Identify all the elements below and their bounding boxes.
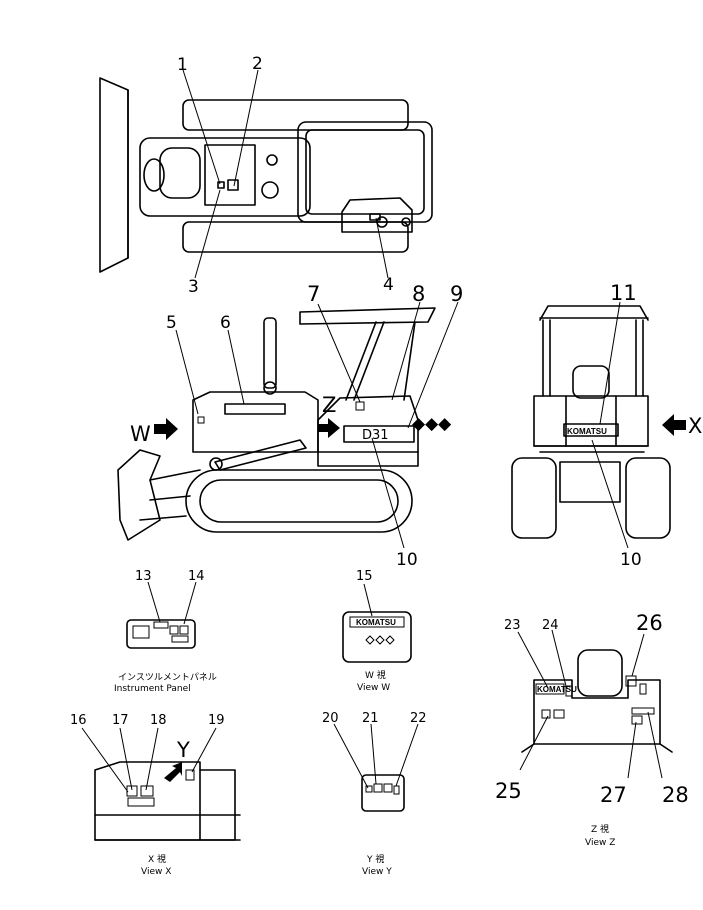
side-view-drawing	[117, 307, 436, 541]
callout-8: 8	[412, 282, 425, 306]
top-view-drawing	[99, 77, 433, 273]
view-y-drawing	[361, 774, 405, 812]
side-exhaust	[263, 317, 277, 389]
callout-14: 14	[188, 569, 205, 584]
side-model-plate	[343, 425, 415, 443]
instrument-panel-drawing	[126, 619, 196, 649]
callout-9: 9	[450, 282, 463, 306]
side-hood-grille	[224, 403, 286, 415]
view-letter-z: Z	[322, 393, 336, 417]
callout-1: 1	[177, 55, 188, 75]
rear-track-right	[625, 457, 671, 539]
callout-23: 23	[504, 618, 521, 633]
view-w-drawing	[342, 611, 412, 663]
view-x-drawing	[94, 761, 241, 841]
callout-11: 11	[610, 281, 637, 305]
arrow-y	[164, 762, 182, 782]
top-frame	[139, 137, 311, 217]
side-rear-body	[317, 395, 419, 467]
view-letter-x: X	[688, 414, 702, 438]
view-letter-w: W	[130, 422, 151, 446]
callout-19: 19	[208, 713, 225, 728]
arrow-z	[318, 418, 340, 438]
side-blade	[117, 449, 161, 541]
top-view-leaders	[182, 69, 389, 279]
caption-instrument-jp: インスツルメントパネル	[118, 672, 217, 683]
callout-22: 22	[410, 711, 427, 726]
caption-view-w-en: View W	[357, 683, 390, 693]
side-model-plate-text: D31	[362, 428, 389, 443]
callout-21: 21	[362, 711, 379, 726]
callout-25: 25	[495, 779, 522, 803]
caption-instrument-en: Instrument Panel	[114, 684, 191, 694]
callout-10-side: 10	[396, 550, 418, 570]
side-track	[185, 469, 413, 533]
callout-20: 20	[322, 711, 339, 726]
caption-view-y-en: View Y	[362, 867, 392, 877]
view-z-drawing	[521, 649, 673, 753]
callout-4: 4	[383, 275, 394, 295]
rear-brand-text: KOMATSU	[567, 427, 607, 436]
callout-15: 15	[356, 569, 373, 584]
caption-view-y-jp: Y 視	[366, 853, 384, 865]
rear-body	[533, 395, 649, 447]
arrow-x	[662, 414, 686, 436]
caption-view-z-en: View Z	[585, 838, 615, 848]
caption-view-x-jp: X 視	[148, 853, 166, 865]
side-hood	[192, 391, 319, 453]
top-dash-panel	[204, 144, 256, 206]
callout-5: 5	[166, 313, 177, 333]
callout-18: 18	[150, 713, 167, 728]
view-w-brand-text: KOMATSU	[356, 618, 396, 627]
callout-3: 3	[188, 277, 199, 297]
top-blade	[99, 77, 129, 273]
callout-17: 17	[112, 713, 129, 728]
arrow-w	[154, 418, 178, 440]
rear-track-left	[511, 457, 557, 539]
top-track-lower	[182, 221, 409, 253]
top-rear-tank	[341, 197, 413, 233]
top-track-upper	[182, 99, 409, 131]
rear-brand-plate	[563, 423, 619, 437]
top-canopy	[297, 121, 433, 223]
view-letter-y: Y	[176, 738, 190, 762]
side-canopy-roof	[299, 307, 436, 325]
side-model-dots: ◆◆◆	[412, 414, 452, 434]
callout-7: 7	[307, 282, 320, 306]
callout-28: 28	[662, 783, 689, 807]
callout-6: 6	[220, 313, 231, 333]
callout-27: 27	[600, 783, 627, 807]
callout-13: 13	[135, 569, 152, 584]
callout-24: 24	[542, 618, 559, 633]
caption-view-w-jp: W 視	[365, 669, 386, 681]
side-view-leaders	[175, 301, 459, 549]
caption-view-x-en: View X	[141, 867, 171, 877]
callout-26: 26	[636, 611, 663, 635]
view-z-brand-text: KOMATSU	[537, 685, 577, 694]
callout-2: 2	[252, 54, 263, 74]
callout-10-rear: 10	[620, 550, 642, 570]
caption-view-z-jp: Z 視	[591, 823, 609, 835]
callout-16: 16	[70, 713, 87, 728]
rear-view-drawing	[511, 305, 671, 539]
